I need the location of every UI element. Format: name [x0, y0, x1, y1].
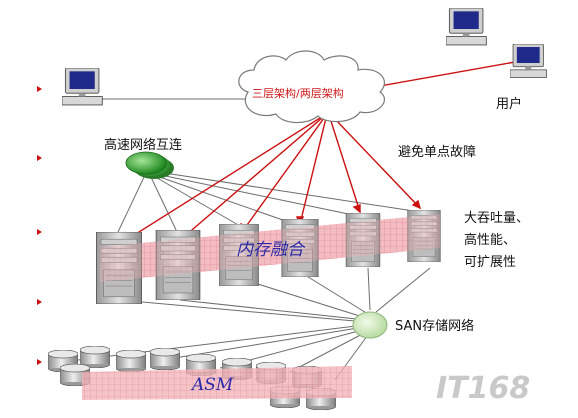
cloud-label: 三层架构/两层架构 [252, 86, 344, 100]
bullet-arrow-icon [37, 86, 42, 365]
computer-icon [510, 44, 547, 78]
asm-band [82, 366, 352, 400]
feature-label-2: 高性能、 [464, 232, 516, 248]
memory-fusion-band-front [100, 214, 440, 282]
asm-label: ASM [190, 375, 234, 395]
avoid-spof-label: 避免单点故障 [398, 145, 476, 160]
red-links [118, 61, 516, 246]
computer-icon [62, 68, 103, 106]
disk-cylinder-icon [150, 348, 180, 370]
users-label: 用户 [496, 96, 522, 112]
san-label: SAN存储网络 [395, 318, 474, 334]
highspeed-label: 高速网络互连 [104, 137, 182, 153]
memory-fusion-label: 内存融合 [236, 240, 306, 260]
watermark-logo: IT168 [436, 371, 530, 406]
san-switch-icon [352, 311, 388, 339]
network-switch-icon [125, 151, 174, 179]
feature-label-3: 可扩展性 [464, 255, 516, 270]
cloud-shape [238, 50, 386, 124]
disk-cylinder-icon [116, 350, 146, 372]
computer-icon [446, 8, 487, 46]
watermark-text: IT168 [436, 371, 530, 406]
feature-label-1: 大吞吐量、 [464, 211, 529, 226]
